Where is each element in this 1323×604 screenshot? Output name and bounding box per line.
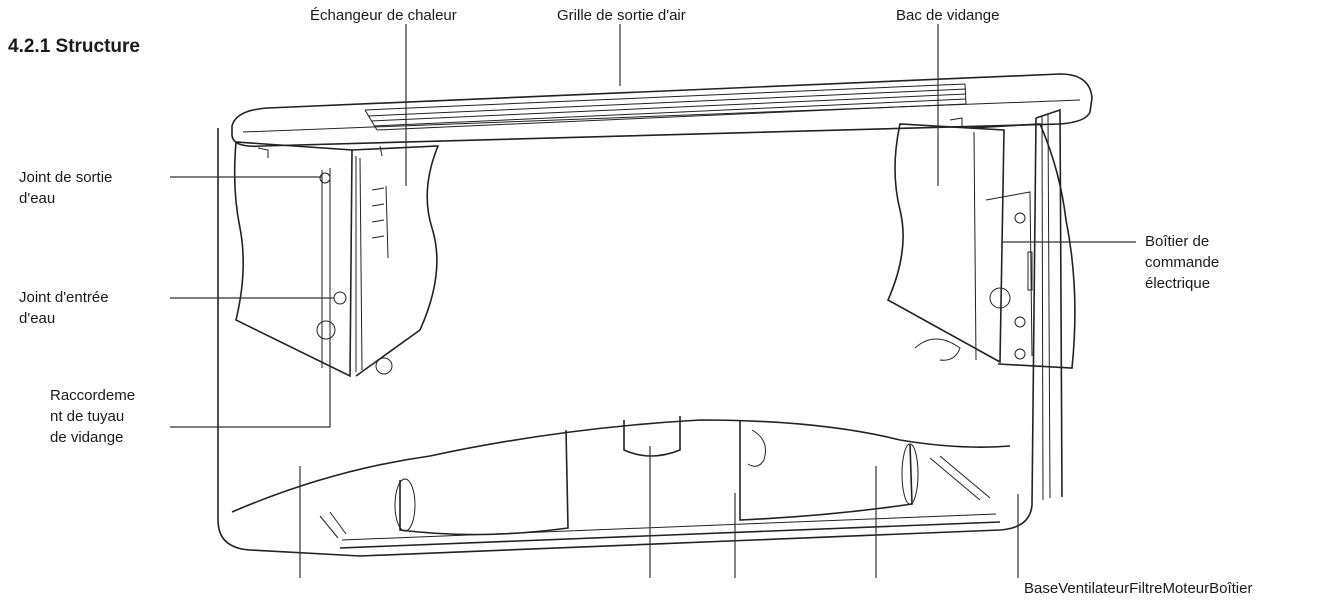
label-base: Base [1024, 580, 1059, 597]
label-drain-pipe-connection: Raccordeme nt de tuyau de vidange [50, 387, 136, 446]
leader-lines [170, 24, 1136, 578]
air-outlet-grille-drawing [231, 73, 1093, 148]
label-air-outlet-grille: Grille de sortie d'air [557, 7, 686, 24]
heat-exchanger-drawing [233, 141, 440, 378]
label-filter: Filtre [1129, 580, 1163, 597]
unit-body [217, 108, 1063, 557]
label-motor: Moteur [1162, 580, 1210, 597]
section-heading: 4.2.1 Structure [8, 36, 140, 57]
drain-pan-drawing [886, 117, 1076, 369]
bottom-label-row: BaseVentilateurFiltreMoteurBoîtier [1024, 578, 1252, 599]
label-casing: Boîtier [1209, 580, 1253, 597]
fan-assembly-drawing [231, 416, 1011, 539]
label-water-outlet-joint: Joint de sortie d'eau [19, 169, 113, 207]
label-water-inlet-joint: Joint d'entrée d'eau [19, 289, 109, 327]
label-electric-control-box: Boîtier de commande électrique [1145, 233, 1220, 292]
label-fan: Ventilateur [1058, 580, 1130, 597]
label-heat-exchanger: Échangeur de chaleur [310, 7, 457, 24]
label-drain-pan: Bac de vidange [896, 7, 1000, 24]
